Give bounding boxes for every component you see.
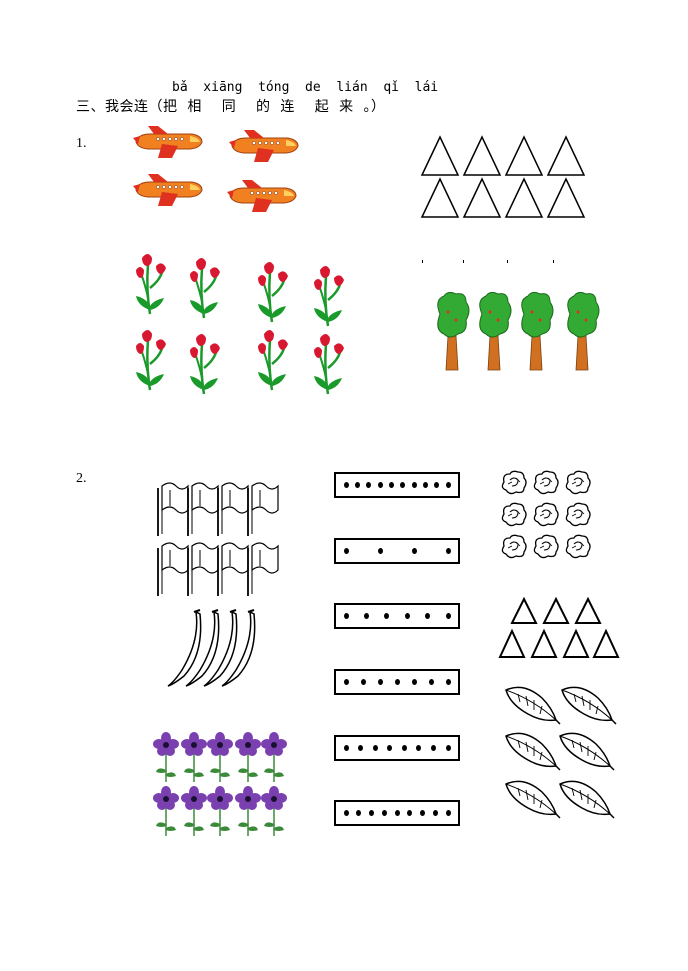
dot — [369, 810, 374, 816]
dot — [445, 482, 451, 488]
tree-icon — [437, 291, 470, 371]
triangle-icon — [462, 177, 502, 218]
dash-marks — [422, 260, 554, 263]
dot — [366, 482, 372, 488]
dot — [411, 679, 417, 685]
dot — [358, 745, 364, 751]
dot — [445, 679, 451, 685]
dot — [404, 613, 410, 619]
airplane-icon — [132, 125, 203, 159]
tree-icon — [567, 291, 600, 371]
dot — [434, 482, 440, 488]
dot — [377, 679, 383, 685]
dot — [343, 613, 349, 619]
leaf-group — [505, 686, 617, 819]
dot-box-8 — [334, 735, 460, 761]
dot — [416, 745, 422, 751]
section-number-1: 1. — [76, 136, 87, 151]
dot — [343, 548, 349, 554]
dot-box-10 — [334, 472, 460, 498]
flag-group — [157, 482, 279, 597]
triangle-group — [420, 135, 586, 218]
dot — [428, 679, 434, 685]
banana-icon — [221, 609, 256, 687]
dot — [388, 482, 394, 488]
dot — [445, 745, 451, 751]
dot — [445, 548, 451, 554]
dot — [354, 482, 360, 488]
dot — [343, 810, 349, 816]
dot-box-9 — [334, 800, 460, 826]
banana-icon — [167, 609, 202, 687]
dot — [425, 613, 431, 619]
dot — [420, 810, 425, 816]
dot — [430, 745, 436, 751]
triangle-icon — [462, 135, 502, 176]
triangle-icon — [420, 135, 460, 176]
airplane-icon — [132, 173, 203, 207]
dot — [411, 482, 417, 488]
triangle-icon — [420, 177, 460, 218]
dot — [387, 745, 393, 751]
dot — [411, 548, 417, 554]
page-title: 三、我会连（把 相 同 的 连 起 来 。） — [76, 99, 386, 115]
dot-box-4 — [334, 538, 460, 564]
dot — [407, 810, 413, 816]
banana-icon — [203, 609, 238, 687]
dot — [422, 482, 428, 488]
triangle-icon — [504, 135, 544, 176]
dot — [363, 613, 369, 619]
dot — [343, 745, 349, 751]
dot — [360, 679, 366, 685]
dot — [394, 810, 400, 816]
dot — [377, 482, 383, 488]
dot — [445, 810, 451, 816]
dot-box-7 — [334, 669, 460, 695]
airplane-icon — [228, 129, 299, 163]
purple-flower-group — [152, 731, 288, 837]
dot — [372, 745, 378, 751]
title-pinyin: bǎ xiāng tóng de lián qǐ lái — [172, 80, 439, 95]
dot — [377, 548, 383, 554]
triangle-icon — [546, 135, 586, 176]
dot — [343, 679, 349, 685]
dot-box-6 — [334, 603, 460, 629]
tree-icon — [479, 291, 512, 371]
tree-group — [437, 291, 600, 371]
dot — [384, 613, 390, 619]
banana-group — [167, 609, 256, 687]
small-triangle-group — [498, 596, 620, 658]
dot — [432, 810, 438, 816]
airplane-icon — [226, 179, 297, 213]
section-number-2: 2. — [76, 471, 87, 486]
banana-icon — [185, 609, 220, 687]
dot — [343, 482, 349, 488]
airplane-group — [132, 125, 299, 213]
dot — [356, 810, 362, 816]
dot — [381, 810, 387, 816]
dot — [401, 745, 407, 751]
rose-group — [501, 470, 591, 559]
triangle-icon — [546, 177, 586, 218]
triangle-icon — [504, 177, 544, 218]
tree-icon — [521, 291, 554, 371]
dot — [445, 613, 451, 619]
dot — [394, 679, 400, 685]
dot — [400, 482, 406, 488]
tulip-group — [134, 252, 346, 396]
